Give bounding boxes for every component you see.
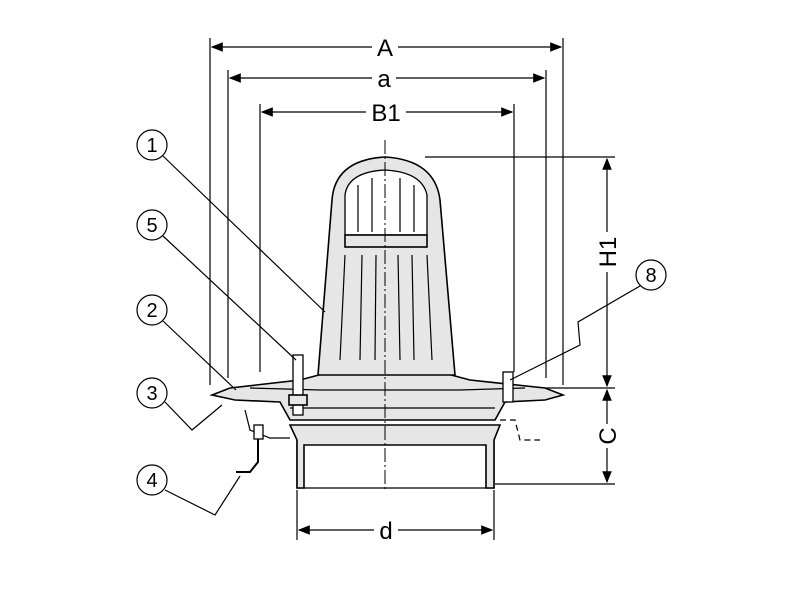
callout-8: 8 xyxy=(509,259,667,381)
callout-4: 4 xyxy=(136,464,241,516)
svg-text:1: 1 xyxy=(146,135,157,157)
dimension-label-B1: B1 xyxy=(371,100,400,127)
fixing-screw xyxy=(502,371,514,403)
callout-5: 5 xyxy=(136,209,297,361)
clamping-bolt xyxy=(292,354,304,416)
callout-2: 2 xyxy=(136,294,237,391)
dimension-label-A: A xyxy=(377,35,393,62)
svg-text:3: 3 xyxy=(146,383,157,405)
dimension-label-d: d xyxy=(379,518,392,545)
callout-3: 3 xyxy=(136,377,223,431)
svg-text:8: 8 xyxy=(645,265,656,287)
callout-1: 1 xyxy=(136,129,326,313)
drain-body xyxy=(209,140,566,490)
svg-text:5: 5 xyxy=(146,215,157,237)
extension-lines xyxy=(209,38,615,540)
dimension-label-H1: H1 xyxy=(595,237,622,268)
svg-text:4: 4 xyxy=(146,470,157,492)
dimension-label-a: a xyxy=(377,66,391,93)
svg-text:2: 2 xyxy=(146,300,157,322)
connection-cable xyxy=(236,425,259,473)
dimension-label-C: C xyxy=(595,427,622,444)
